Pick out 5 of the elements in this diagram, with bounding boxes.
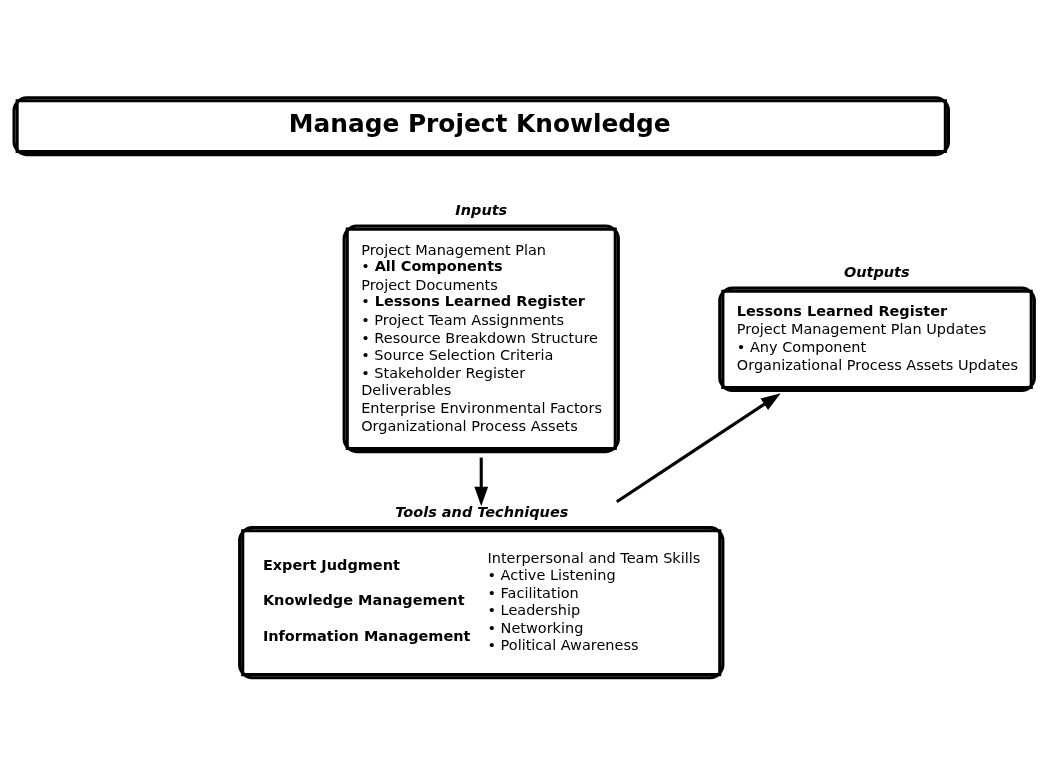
arrow: [615, 392, 781, 503]
node-label: Outputs: [843, 263, 910, 280]
node-label: Tools and Techniques: [395, 503, 569, 520]
arrow: [474, 457, 489, 506]
node-label: Inputs: [455, 201, 508, 218]
